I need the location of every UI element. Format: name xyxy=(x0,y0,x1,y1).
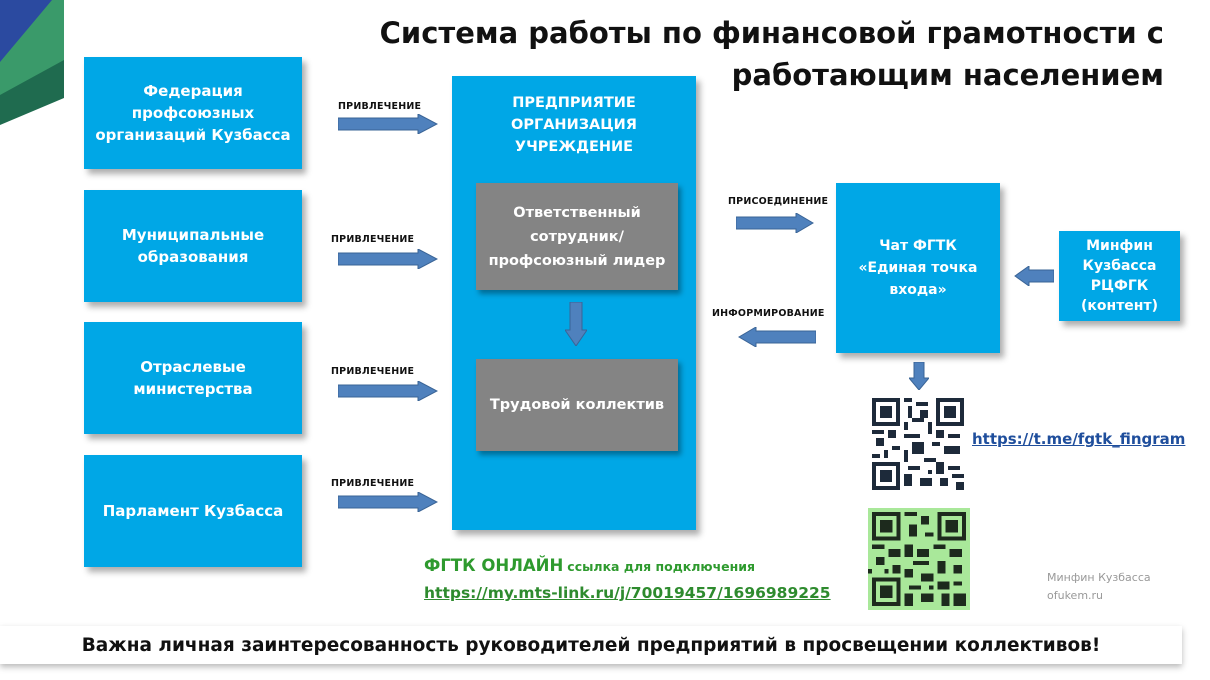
arrow-right-icon xyxy=(338,381,438,401)
arrow-left-icon xyxy=(738,327,816,347)
arrow-label-attraction-2: ПРИВЛЕЧЕНИЕ xyxy=(331,234,415,245)
arrow-label-inform: ИНФОРМИРОВАНИЕ xyxy=(712,308,825,319)
arrow-label-attraction-3: ПРИВЛЕЧЕНИЕ xyxy=(331,366,415,377)
arrow-down-icon xyxy=(909,362,929,390)
telegram-qr-code xyxy=(872,398,964,490)
box-ministries: Отраслевые министерства xyxy=(84,322,302,434)
arrow-right-icon xyxy=(338,114,438,134)
box-parliament: Парламент Кузбасса xyxy=(84,455,302,567)
box-minfin: Минфин Кузбасса РЦФГК (контент) xyxy=(1059,231,1180,321)
arrow-down-icon xyxy=(565,302,587,346)
arrow-right-icon xyxy=(338,249,438,269)
box-municipal: Муниципальные образования xyxy=(84,190,302,302)
box-collective: Трудовой коллектив xyxy=(476,359,678,451)
online-link[interactable]: https://my.mts-link.ru/j/70019457/169698… xyxy=(424,584,831,602)
online-qr-code xyxy=(868,508,970,610)
credit-site: ofukem.ru xyxy=(1047,589,1104,602)
page-title: Система работы по финансовой грамотности… xyxy=(379,16,1164,92)
credit-org: Минфин Кузбасса xyxy=(1047,571,1151,584)
arrow-right-icon xyxy=(338,492,438,512)
organization-title: ПРЕДПРИЯТИЕ ОРГАНИЗАЦИЯ УЧРЕЖДЕНИЕ xyxy=(511,95,637,155)
credit: Минфин Кузбасса ofukem.ru xyxy=(1047,569,1151,605)
online-subheading: ссылка для подключения xyxy=(567,559,756,574)
box-federation: Федерация профсоюзных организаций Кузбас… xyxy=(84,57,302,169)
corner-decoration xyxy=(0,0,64,125)
telegram-link[interactable]: https://t.me/fgtk_fingram xyxy=(972,430,1186,448)
arrow-right-icon xyxy=(736,213,814,233)
arrow-label-attraction-4: ПРИВЛЕЧЕНИЕ xyxy=(331,478,415,489)
arrow-label-join: ПРИСОЕДИНЕНИЕ xyxy=(728,196,829,207)
arrow-left-icon xyxy=(1014,266,1054,286)
arrow-label-attraction-1: ПРИВЛЕЧЕНИЕ xyxy=(338,101,422,112)
footer-banner: Важна личная заинтересованность руководи… xyxy=(0,626,1182,664)
box-responsible: Ответственный сотрудник/ профсоюзный лид… xyxy=(476,183,678,290)
online-heading: ФГТК ОНЛАЙН xyxy=(424,556,564,575)
box-chat: Чат ФГТК «Единая точка входа» xyxy=(836,183,1000,353)
